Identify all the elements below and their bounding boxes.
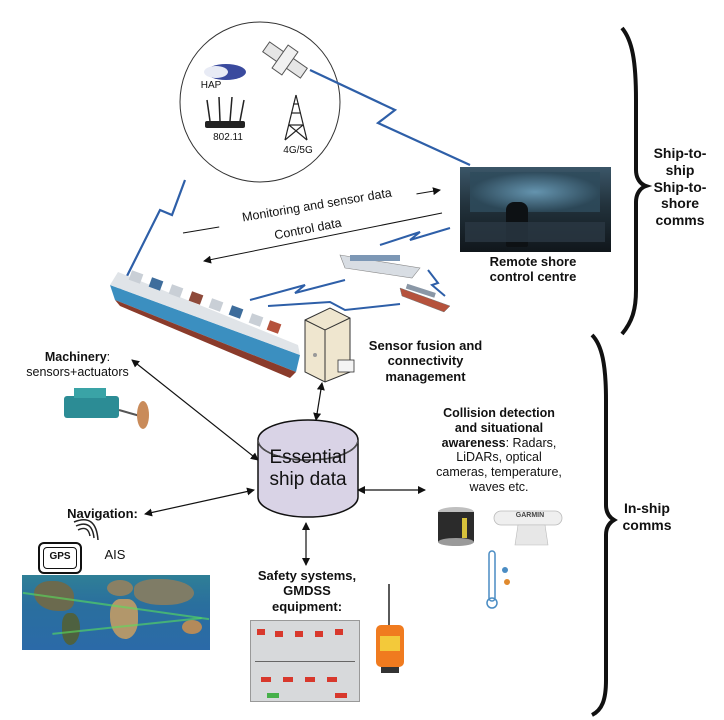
ship-to-shore-link bbox=[379, 227, 451, 246]
epirb-beacon-icon bbox=[376, 584, 404, 673]
satellite-to-shore-link bbox=[309, 69, 471, 167]
satellite-icon bbox=[262, 41, 308, 79]
collision-line3-rest: : Radars, bbox=[505, 435, 557, 450]
safety-label: Safety systems, GMDSS equipment: bbox=[252, 568, 362, 614]
machinery-core-arrow bbox=[131, 359, 259, 461]
collision-line4: LiDARs, optical bbox=[456, 450, 542, 465]
fusion-line2: connectivity bbox=[387, 353, 464, 369]
in-ship-comms-label: In-ship comms bbox=[612, 500, 682, 534]
essential-data-cylinder bbox=[257, 419, 359, 518]
thermometer-icon bbox=[486, 550, 510, 609]
wireless-tech-circle bbox=[179, 21, 341, 183]
wifi-router-icon bbox=[205, 96, 245, 128]
hap-airship-icon bbox=[204, 64, 246, 80]
navigation-label: Navigation: bbox=[67, 506, 138, 521]
collision-line5: cameras, temperature, bbox=[436, 465, 562, 479]
ais-world-map bbox=[22, 575, 210, 650]
brace-top-line3: Ship-to- bbox=[653, 178, 707, 195]
shore-label-line2: control centre bbox=[489, 269, 577, 285]
brace-top-line1: Ship-to- bbox=[653, 145, 707, 161]
fusion-line1: Sensor fusion and bbox=[368, 338, 483, 353]
collision-label: Collision detection and situational awar… bbox=[424, 406, 574, 495]
gps-label: GPS bbox=[43, 547, 77, 569]
control-data-arrow bbox=[203, 212, 443, 264]
brace-top-line4: shore bbox=[660, 195, 700, 212]
cell-tower-icon bbox=[284, 94, 308, 141]
brace-ship-to-shore bbox=[620, 26, 653, 336]
remote-control-room-image bbox=[460, 167, 611, 252]
collision-line2: and situational bbox=[454, 420, 544, 435]
machinery-colon: : bbox=[106, 350, 111, 364]
gps-signal-icon bbox=[73, 519, 99, 541]
hap-label: HAP bbox=[200, 80, 222, 91]
shore-label-line1: Remote shore bbox=[489, 254, 577, 269]
radar-brand-label: GARMIN bbox=[515, 512, 545, 519]
safety-control-panel-image bbox=[250, 620, 360, 702]
ais-label: AIS bbox=[104, 547, 126, 562]
shore-label: Remote shore control centre bbox=[468, 254, 598, 285]
fusion-core-arrow bbox=[313, 382, 325, 421]
core-line1: Essential bbox=[269, 447, 347, 468]
brace-top-line2: ship bbox=[665, 161, 695, 178]
fusion-line3: management bbox=[385, 368, 466, 384]
ship-to-ship-link-1 bbox=[249, 279, 346, 301]
lidar-sensor-icon bbox=[438, 507, 474, 546]
safety-line2: GMDSS bbox=[283, 583, 331, 599]
collision-line6: waves etc. bbox=[469, 479, 529, 494]
machinery-detail: sensors+actuators bbox=[26, 364, 129, 379]
ship-to-ship-link-3 bbox=[427, 269, 446, 297]
machinery-label: Machinery: sensors+actuators bbox=[20, 350, 135, 380]
brace-bottom-line1: In-ship bbox=[624, 500, 670, 516]
brace-top-line5: comms bbox=[655, 212, 705, 229]
essential-data-label: Essential ship data bbox=[258, 447, 358, 491]
small-ship-1-icon bbox=[339, 254, 421, 279]
machinery-title: Machinery bbox=[44, 350, 107, 364]
core-line2: ship data bbox=[269, 468, 347, 490]
safety-line3: equipment: bbox=[271, 598, 343, 614]
collision-line3-bold: awareness bbox=[441, 435, 506, 450]
gps-device-icon: GPS bbox=[38, 542, 82, 574]
wifi-label: 802.11 bbox=[213, 132, 243, 143]
collision-line1: Collision detection bbox=[443, 406, 555, 420]
cellular-label: 4G/5G bbox=[283, 145, 313, 156]
brace-bottom-line2: comms bbox=[622, 516, 672, 533]
ship-to-shore-comms-label: Ship-to- ship Ship-to- shore comms bbox=[645, 145, 715, 229]
brace-in-ship bbox=[590, 333, 618, 717]
ship-to-ship-link-2 bbox=[267, 300, 401, 312]
small-ship-2-icon bbox=[399, 283, 451, 313]
safety-line1: Safety systems, bbox=[257, 568, 357, 583]
sensor-fusion-label: Sensor fusion and connectivity managemen… bbox=[358, 338, 493, 384]
ship-to-cluster-link bbox=[119, 179, 187, 291]
radar-antenna-icon bbox=[493, 510, 563, 546]
machinery-engine-icon bbox=[64, 388, 149, 429]
server-computer-icon bbox=[304, 307, 355, 383]
container-ship-icon bbox=[110, 270, 300, 378]
navigation-core-arrow bbox=[144, 487, 255, 517]
